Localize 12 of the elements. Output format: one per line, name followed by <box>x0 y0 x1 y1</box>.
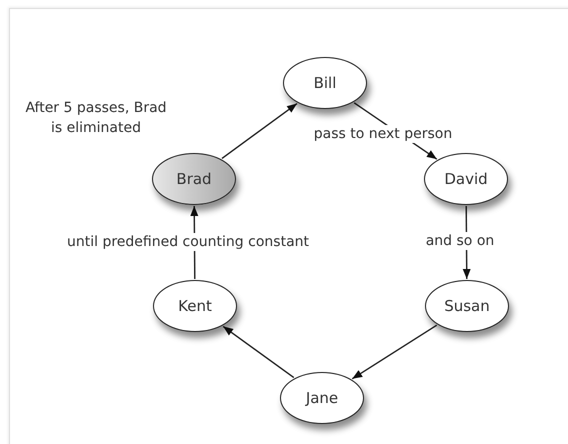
person-ellipse: David <box>424 153 508 205</box>
arrow <box>352 324 438 380</box>
person-ellipse: Bill <box>283 57 367 109</box>
person-ellipse: Jane <box>280 372 364 424</box>
person-ellipse: Susan <box>425 280 509 332</box>
person-ellipse: Kent <box>153 280 237 332</box>
edge-label: and so on <box>424 232 496 250</box>
edge-label: until predefined counting constant <box>65 233 311 251</box>
arrow <box>222 326 294 378</box>
person-ellipse: Brad <box>152 153 236 205</box>
note-text: After 5 passes, Brad is eliminated <box>24 99 168 138</box>
arrow <box>222 102 298 160</box>
